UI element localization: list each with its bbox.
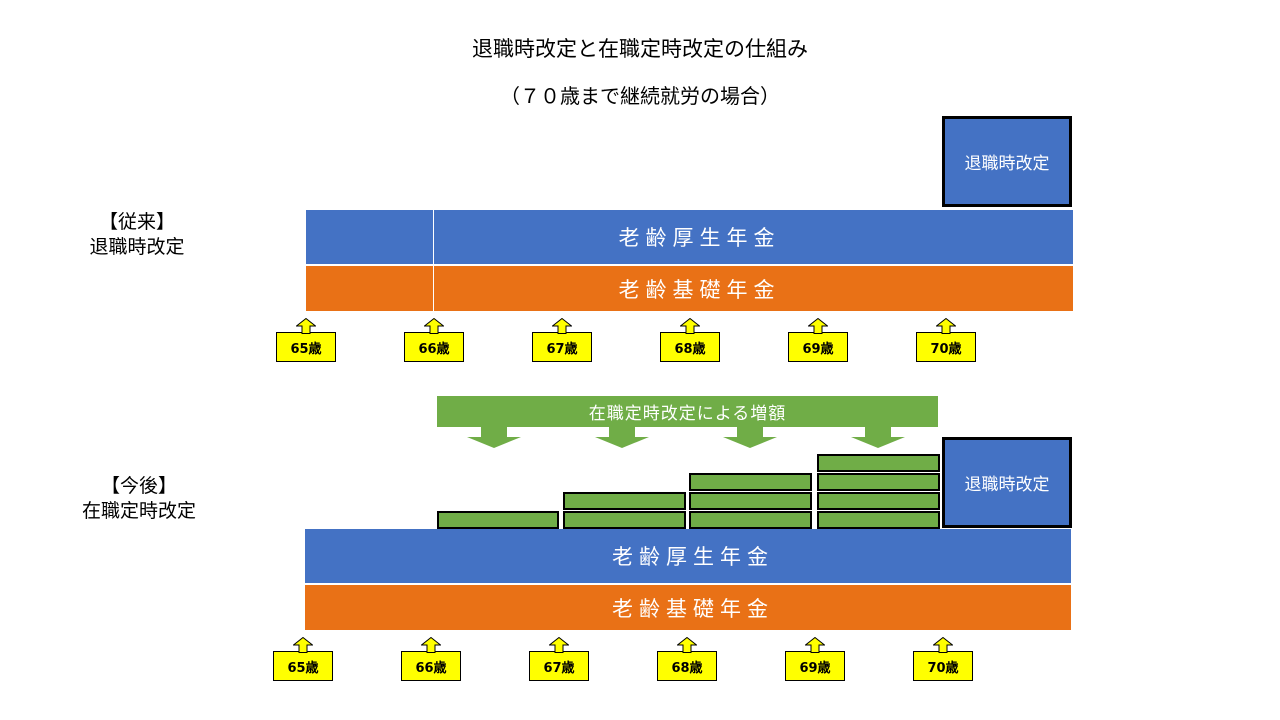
after-retirement-revision-box: 退職時改定 bbox=[942, 437, 1072, 528]
age-marker: 65歳 bbox=[276, 318, 336, 362]
up-arrow-icon bbox=[936, 318, 956, 334]
age-marker: 67歳 bbox=[529, 637, 589, 681]
increase-arrow bbox=[723, 427, 777, 448]
before-age-markers: 65歳 66歳 67歳 68歳 69歳 70歳 bbox=[0, 318, 1280, 364]
increase-block bbox=[689, 511, 812, 529]
age-marker: 68歳 bbox=[657, 637, 717, 681]
after-label-line2: 在職定時改定 bbox=[81, 500, 196, 522]
age-label: 68歳 bbox=[657, 651, 717, 681]
before-kiso-pension-label: 老齢基礎年金 bbox=[618, 277, 781, 302]
before-kosei-divider bbox=[433, 210, 434, 264]
age-marker: 66歳 bbox=[401, 637, 461, 681]
age-marker: 70歳 bbox=[913, 637, 973, 681]
up-arrow-icon bbox=[805, 637, 825, 653]
increase-arrow bbox=[467, 427, 521, 448]
age-label: 65歳 bbox=[276, 332, 336, 362]
up-arrow-icon bbox=[549, 637, 569, 653]
before-kiso-divider bbox=[433, 266, 434, 311]
up-arrow-icon bbox=[293, 637, 313, 653]
age-label: 67歳 bbox=[529, 651, 589, 681]
before-kosei-pension-label: 老齢厚生年金 bbox=[618, 226, 781, 250]
age-label: 65歳 bbox=[273, 651, 333, 681]
age-marker: 68歳 bbox=[660, 318, 720, 362]
before-retirement-revision-box: 退職時改定 bbox=[942, 116, 1072, 207]
age-label: 70歳 bbox=[913, 651, 973, 681]
increase-arrow bbox=[851, 427, 905, 448]
increase-block bbox=[563, 511, 686, 529]
age-label: 66歳 bbox=[401, 651, 461, 681]
up-arrow-icon bbox=[933, 637, 953, 653]
age-label: 68歳 bbox=[660, 332, 720, 362]
after-kiso-pension-bar: 老齢基礎年金 bbox=[305, 585, 1071, 630]
increase-block bbox=[817, 473, 940, 491]
page-subtitle: （７０歳まで継続就労の場合） bbox=[500, 84, 780, 108]
increase-block bbox=[817, 492, 940, 510]
age-label: 66歳 bbox=[404, 332, 464, 362]
increase-arrow bbox=[595, 427, 649, 448]
before-label-line1: 【従来】 bbox=[98, 211, 175, 233]
age-marker: 66歳 bbox=[404, 318, 464, 362]
increase-block bbox=[689, 492, 812, 510]
after-kosei-pension-bar: 老齢厚生年金 bbox=[305, 529, 1071, 583]
before-label: 【従来】 退職時改定 bbox=[57, 210, 217, 260]
after-label-line1: 【今後】 bbox=[100, 475, 177, 497]
age-label: 69歳 bbox=[785, 651, 845, 681]
page-title: 退職時改定と在職定時改定の仕組み bbox=[472, 37, 808, 61]
increase-block bbox=[563, 492, 686, 510]
up-arrow-icon bbox=[677, 637, 697, 653]
age-marker: 67歳 bbox=[532, 318, 592, 362]
age-marker: 69歳 bbox=[785, 637, 845, 681]
after-age-markers: 65歳 66歳 67歳 68歳 69歳 70歳 bbox=[0, 637, 1280, 683]
increase-banner: 在職定時改定による増額 bbox=[437, 396, 938, 427]
after-kiso-pension-label: 老齢基礎年金 bbox=[612, 596, 774, 621]
increase-block bbox=[817, 454, 940, 472]
up-arrow-icon bbox=[424, 318, 444, 334]
increase-block bbox=[437, 511, 559, 529]
after-kosei-pension-label: 老齢厚生年金 bbox=[612, 545, 774, 569]
up-arrow-icon bbox=[421, 637, 441, 653]
up-arrow-icon bbox=[296, 318, 316, 334]
up-arrow-icon bbox=[680, 318, 700, 334]
up-arrow-icon bbox=[808, 318, 828, 334]
increase-block bbox=[689, 473, 812, 491]
age-label: 67歳 bbox=[532, 332, 592, 362]
age-marker: 69歳 bbox=[788, 318, 848, 362]
before-label-line2: 退職時改定 bbox=[89, 236, 185, 258]
age-marker: 65歳 bbox=[273, 637, 333, 681]
age-marker: 70歳 bbox=[916, 318, 976, 362]
increase-block bbox=[817, 511, 940, 529]
up-arrow-icon bbox=[552, 318, 572, 334]
after-label: 【今後】 在職定時改定 bbox=[59, 474, 219, 524]
